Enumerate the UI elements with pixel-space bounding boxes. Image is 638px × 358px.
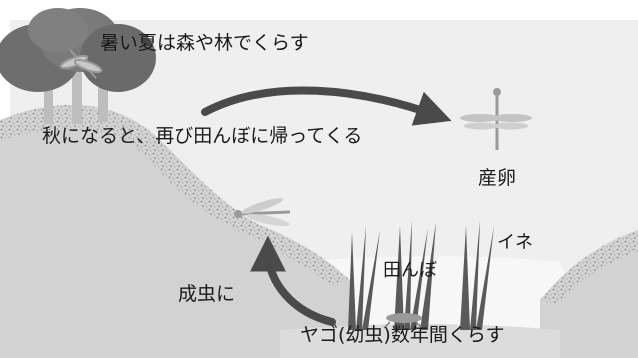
label-rice-paddy: 田んぼ [383,260,437,281]
label-autumn-return: 秋になると、再び田んぼに帰ってくる [42,125,363,147]
label-rice: イネ [497,232,533,253]
left-hill [0,104,350,358]
dragonfly-egg-laying [460,88,532,150]
return-arrow [201,86,452,126]
label-become-adult: 成虫に [178,283,236,305]
label-larva-years: ヤゴ(幼虫)数年間くらす [300,324,505,346]
dragonfly-adult [234,198,291,227]
emergence-arrow [250,235,336,326]
rice-plants [348,220,494,330]
larva-yago [383,313,423,330]
right-hill [540,230,638,358]
right-hill-texture [540,230,638,304]
forest-trees [0,8,156,124]
dragonfly-forest [59,49,103,79]
label-egg-laying: 産卵 [478,167,517,189]
paddy-floor [280,324,560,358]
label-summer-forest: 暑い夏は森や林でくらす [100,32,309,54]
